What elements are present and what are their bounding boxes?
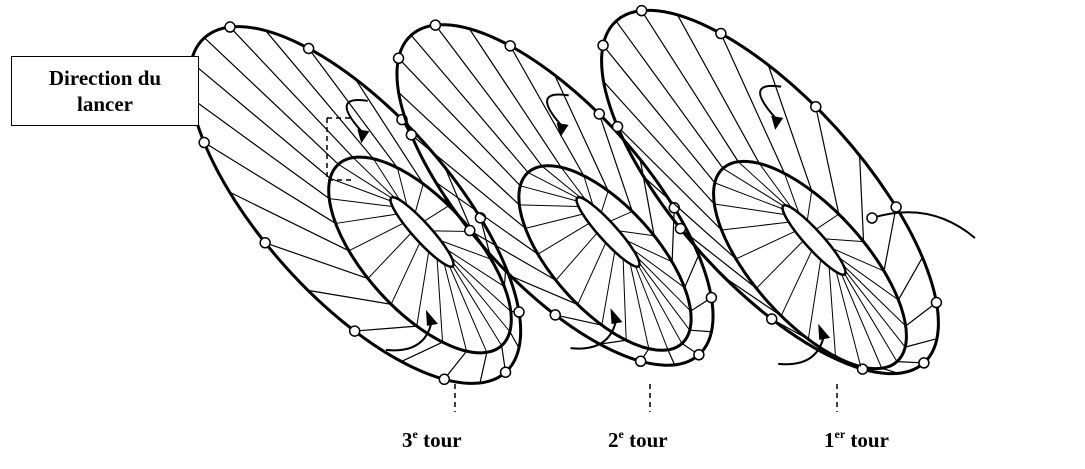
marker-3-2 xyxy=(439,374,449,384)
tour-label-2: 2e tour xyxy=(608,427,668,453)
spoke-3-13 xyxy=(266,31,374,159)
spoke-3-14 xyxy=(309,48,398,167)
marker-2-8 xyxy=(406,130,416,140)
marker-3-8 xyxy=(199,138,209,148)
inner-loop-3 xyxy=(297,128,542,383)
arrow-top-3 xyxy=(347,100,368,133)
marker-2-20 xyxy=(706,293,716,303)
marker-2-6 xyxy=(465,226,475,236)
spoke-1-19 xyxy=(898,257,922,300)
spoke-3-21 xyxy=(510,332,519,348)
marker-3-12 xyxy=(225,22,235,32)
direction-label-line-2: lancer xyxy=(77,91,133,117)
marker-2-16 xyxy=(594,109,604,119)
marker-1-8 xyxy=(613,122,623,132)
marker-2-12 xyxy=(430,20,440,30)
spoke-1-17 xyxy=(860,155,864,241)
tour-label-1: 1er tour xyxy=(824,427,889,453)
spoke-3-1 xyxy=(480,352,487,383)
marker-1-12 xyxy=(637,6,647,16)
arrow-top-head-1 xyxy=(771,116,783,130)
marker-1-4 xyxy=(767,314,777,324)
marker-2-2 xyxy=(636,356,646,366)
marker-2-0 xyxy=(694,350,704,360)
spoke-3-12 xyxy=(230,27,353,158)
marker-3-4 xyxy=(350,326,360,336)
direction-label-line-1: Direction du xyxy=(49,65,161,91)
spoke-3-9 xyxy=(191,98,329,199)
spoke-1-21 xyxy=(905,339,937,347)
marker-1-18 xyxy=(891,202,901,212)
marker-1-0 xyxy=(919,358,929,368)
spoke-1-20 xyxy=(906,303,937,327)
marker-1-6 xyxy=(675,224,685,234)
direction-label-box: Direction du lancer xyxy=(11,56,199,126)
tour-label-3: 3e tour xyxy=(402,427,462,453)
inner-loop-2 xyxy=(489,138,720,379)
spoke-2-18 xyxy=(672,208,674,262)
marker-3-14 xyxy=(304,43,314,53)
entry-segment xyxy=(872,212,975,238)
marker-3-20 xyxy=(514,307,524,317)
spoke-1-18 xyxy=(884,207,896,271)
spoke-2-1 xyxy=(668,350,675,365)
entry-marker xyxy=(867,213,877,223)
marker-2-10 xyxy=(394,53,404,63)
spoke-1-11 xyxy=(616,21,723,168)
marker-2-4 xyxy=(550,310,560,320)
spoke-3-11 xyxy=(204,38,338,165)
marker-1-16 xyxy=(811,102,821,112)
marker-1-20 xyxy=(931,298,941,308)
spoke-3-3 xyxy=(401,342,442,361)
marker-3-0 xyxy=(501,367,511,377)
marker-1-2 xyxy=(858,364,868,374)
arrow-top-1 xyxy=(760,86,781,120)
marker-1-14 xyxy=(716,29,726,39)
spoke-1-10 xyxy=(603,45,715,183)
marker-1-10 xyxy=(598,40,608,50)
spoke-2-19 xyxy=(685,255,699,288)
marker-3-6 xyxy=(260,238,270,248)
spoke-2-11 xyxy=(411,35,528,172)
spoke-3-4 xyxy=(355,326,417,331)
marker-2-14 xyxy=(505,41,515,51)
spoke-2-12 xyxy=(435,25,542,166)
spoke-2-21 xyxy=(690,330,712,332)
spoke-2-14 xyxy=(510,46,584,176)
